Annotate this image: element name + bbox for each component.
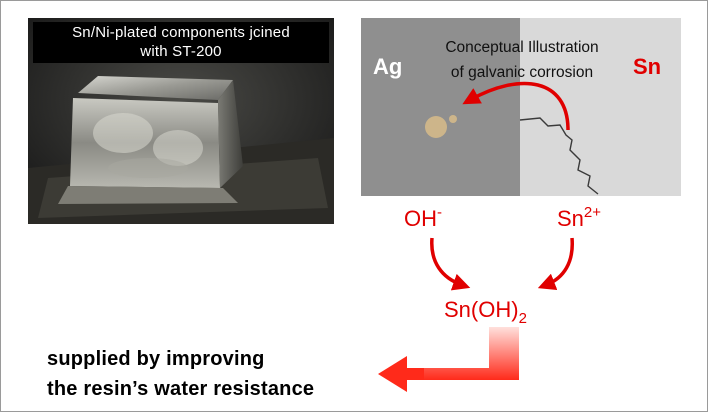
- tin-region: [520, 18, 681, 196]
- tin-particle-small: [449, 115, 457, 123]
- hydroxide-formula: OH: [404, 206, 437, 231]
- sn-to-product-arrow: [537, 237, 574, 290]
- silver-label: Ag: [373, 54, 403, 79]
- hydroxide-ion: OH-: [404, 204, 442, 232]
- photo-caption: Sn/Ni-plated components jcined with ST-2…: [33, 22, 329, 63]
- component-photo: Sn/Ni-plated components jcined with ST-2…: [28, 18, 334, 224]
- photo-caption-line1: Sn/Ni-plated components jcined: [72, 24, 290, 41]
- illustration-title-line1: Conceptual Illustration: [445, 39, 599, 56]
- tin-hydroxide-product: Sn(OH)2: [444, 297, 527, 327]
- tin-ion: Sn2+: [557, 204, 602, 232]
- migration-arrow: [462, 81, 570, 131]
- silver-region: [361, 18, 520, 196]
- galvanic-corrosion-illustration: Ag Sn Conceptual Illustration of galvani…: [361, 18, 681, 196]
- illustration-title: Conceptual Illustration of galvanic corr…: [419, 35, 625, 85]
- remedy-note-line1: supplied by improving: [47, 348, 265, 370]
- product-subscript: 2: [518, 310, 527, 327]
- illustration-title-line2: of galvanic corrosion: [450, 64, 594, 81]
- oh-to-product-arrow: [430, 237, 471, 291]
- remedy-note-line2: the resin’s water resistance: [47, 378, 315, 400]
- product-formula: Sn(OH): [444, 297, 519, 322]
- tin-particle-large: [425, 116, 447, 138]
- tin-label: Sn: [633, 54, 662, 79]
- tin-ion-charge: 2+: [583, 204, 602, 221]
- hydroxide-charge: -: [437, 204, 442, 221]
- photo-caption-line2: with ST-200: [140, 43, 222, 60]
- corrosion-crack-line: [519, 117, 599, 195]
- tin-ion-formula: Sn: [557, 206, 584, 231]
- resistance-arrow: [378, 327, 519, 392]
- remedy-note: supplied by improving the resin’s water …: [47, 344, 314, 404]
